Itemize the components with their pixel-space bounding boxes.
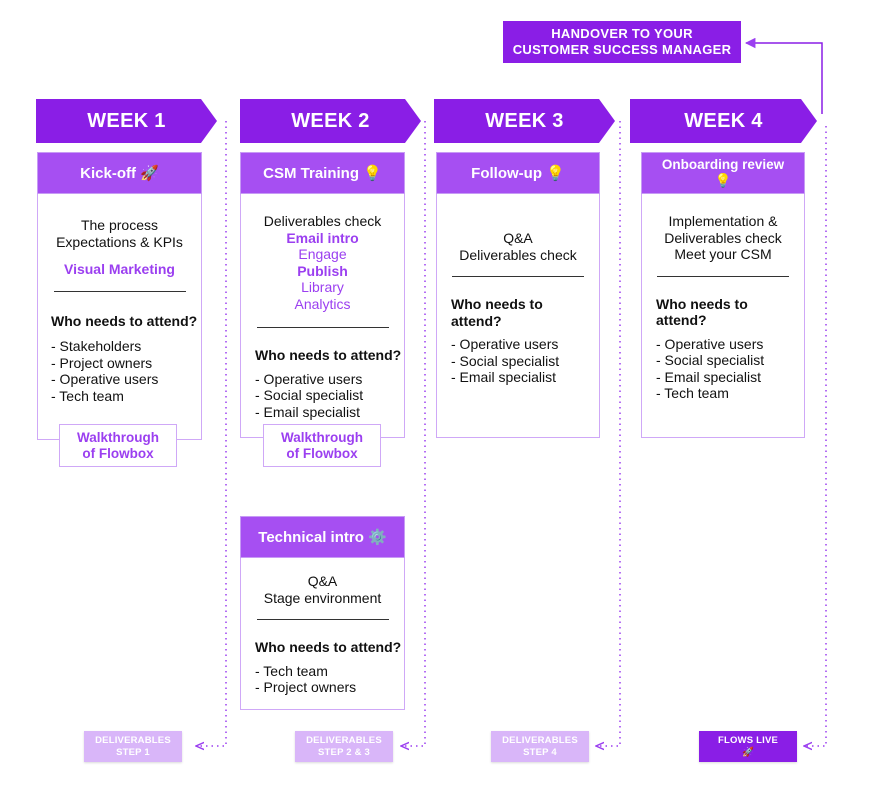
attendee: - Operative users	[255, 370, 363, 387]
onboarding-header-line-2: 💡	[714, 173, 732, 188]
week-4-banner: WEEK 4	[630, 99, 817, 143]
attendee: - Project owners	[255, 679, 357, 695]
walkthrough-week-1: Walkthrough of Flowbox	[59, 424, 177, 467]
csm-item-engage: Engage	[298, 246, 347, 262]
attendee: - Operative users	[51, 371, 159, 387]
flows-live: FLOWS LIVE 🚀	[699, 731, 797, 762]
onboarding-review-card: Implementation & Deliverables check Meet…	[641, 194, 805, 438]
csm-item-analytics: Analytics	[294, 295, 351, 312]
attend-title-line-1: Who needs to	[656, 295, 748, 312]
divider	[452, 276, 584, 277]
walkthrough-line-1: Walkthrough	[77, 429, 159, 445]
attendee: - Operative users	[451, 336, 559, 352]
attendee: - Project owners	[51, 354, 153, 371]
onboarding-line-1: Implementation &	[668, 213, 778, 229]
kickoff-header: Kick-off 🚀	[37, 152, 202, 194]
deliverables-step-4: DELIVERABLES STEP 4	[491, 731, 589, 762]
attend-title-line-2: attend?	[451, 312, 502, 329]
onboarding-line-3: Meet your CSM	[674, 246, 772, 262]
deliverables-1-connector	[196, 121, 227, 746]
onboarding-line-2: Deliverables check	[664, 229, 782, 246]
csm-training-header: CSM Training 💡	[240, 152, 405, 194]
deliverables-step-1: DELIVERABLES STEP 1	[84, 731, 182, 762]
divider	[53, 290, 186, 292]
deliverables-step-2-3: DELIVERABLES STEP 2 & 3	[295, 731, 393, 762]
divider	[657, 275, 789, 277]
kickoff-line-1: The process	[80, 217, 159, 233]
handover-line-2: CUSTOMER SUCCESS MANAGER	[512, 42, 732, 57]
attendee: - Social specialist	[656, 352, 765, 368]
follow-up-header: Follow-up 💡	[436, 152, 600, 194]
attend-title: Who needs to attend?	[255, 639, 402, 655]
follow-up-card: Q&A Deliverables check Who needs to atte…	[436, 194, 600, 438]
csm-training-card: Deliverables check Email intro Engage Pu…	[240, 194, 405, 438]
attendee: - Tech team	[51, 387, 124, 404]
rocket-icon: 🚀	[741, 746, 755, 758]
week-3-banner: WEEK 3	[434, 99, 615, 143]
attendee: - Email specialist	[255, 403, 361, 420]
attendee: - Operative users	[656, 335, 764, 352]
deliverables-label: DELIVERABLES	[502, 735, 578, 746]
attendee: - Email specialist	[656, 368, 762, 385]
csm-line-1: Deliverables check	[263, 213, 382, 229]
attendee: - Email specialist	[451, 369, 557, 385]
attend-title: Who needs to attend?	[51, 312, 198, 329]
handover-line-1: HANDOVER TO YOUR	[551, 26, 693, 41]
onboarding-header-line-1: Onboarding review	[661, 157, 785, 172]
onboarding-review-header: Onboarding review 💡	[641, 152, 805, 194]
technical-intro-card: Q&A Stage environment Who needs to atten…	[240, 558, 405, 710]
attendee: - Tech team	[255, 662, 328, 679]
walkthrough-week-2: Walkthrough of Flowbox	[263, 424, 381, 467]
flows-live-connector	[804, 126, 827, 746]
flows-live-label: FLOWS LIVE	[717, 735, 779, 746]
kickoff-highlight: Visual Marketing	[63, 261, 175, 277]
tech-line-2: Stage environment	[263, 589, 382, 606]
handover-box: HANDOVER TO YOUR CUSTOMER SUCCESS MANAGE…	[503, 21, 741, 63]
technical-intro-header: Technical intro ⚙️	[240, 516, 405, 558]
attendee: - Social specialist	[451, 352, 560, 369]
deliverables-step: STEP 2 & 3	[318, 746, 370, 758]
attendee: - Tech team	[656, 385, 729, 401]
attend-title-line-2: attend?	[656, 312, 707, 328]
kickoff-line-2: Expectations & KPIs	[56, 233, 183, 250]
followup-line-1: Q&A	[503, 230, 533, 246]
tech-line-1: Q&A	[307, 573, 338, 589]
csm-item-library: Library	[301, 279, 344, 295]
csm-item-publish: Publish	[297, 262, 348, 279]
attend-title: Who needs to attend?	[255, 347, 402, 363]
divider	[256, 327, 389, 328]
week-1-banner: WEEK 1	[36, 99, 217, 143]
attend-title-line-1: Who needs to	[451, 296, 543, 312]
walkthrough-line-2: of Flowbox	[286, 445, 358, 461]
deliverables-label: DELIVERABLES	[306, 735, 382, 746]
followup-line-2: Deliverables check	[459, 246, 577, 263]
walkthrough-line-2: of Flowbox	[82, 445, 154, 461]
divider	[256, 619, 389, 620]
handover-arrow	[744, 37, 823, 114]
kickoff-card: The process Expectations & KPIs Visual M…	[37, 194, 202, 440]
attendee: - Stakeholders	[51, 338, 142, 354]
csm-item-email-intro: Email intro	[286, 229, 359, 246]
deliverables-step: STEP 4	[523, 746, 557, 758]
deliverables-label: DELIVERABLES	[95, 735, 171, 746]
deliverables-step: STEP 1	[116, 746, 150, 758]
walkthrough-line-1: Walkthrough	[281, 429, 363, 445]
attendee: - Social specialist	[255, 387, 364, 403]
week-2-banner: WEEK 2	[240, 99, 421, 143]
